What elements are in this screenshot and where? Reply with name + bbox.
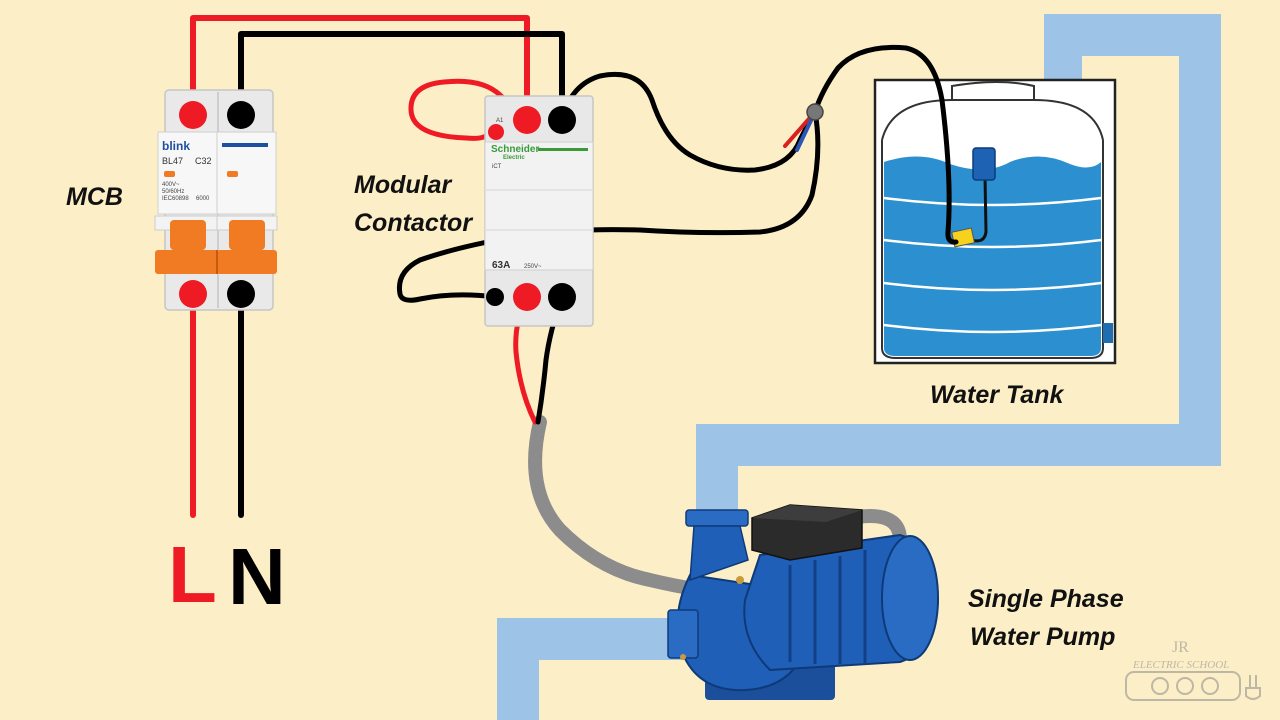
contactor-terminal-a2-dot: [486, 288, 504, 306]
contactor-terminal-bottom-live: [513, 283, 541, 311]
contactor-green-stripe: [538, 148, 588, 151]
mcb-spec4: 6000: [196, 196, 210, 202]
watermark-socket: [1125, 671, 1241, 701]
pipe-bottom-run: [696, 424, 1221, 466]
watermark-monogram: JR: [1172, 639, 1189, 656]
pipe-right-drop: [1179, 14, 1221, 466]
tank-water: [884, 156, 1101, 356]
contactor-terminal-a1-dot: [488, 124, 504, 140]
mcb-device: blink BL47 C32 400V~ 50/60Hz IEC60898 60…: [66, 89, 278, 311]
float-switch-probe: [783, 103, 824, 152]
mcb-terminal-top-live: [179, 101, 207, 129]
water-pump: Single Phase Water Pump: [667, 504, 1124, 700]
mcb-spec1: 400V~: [162, 182, 180, 188]
mcb-handle-left: [170, 220, 206, 250]
contactor-brand: Schneider: [491, 144, 539, 155]
mcb-rating: C32: [195, 156, 212, 166]
mcb-terminal-top-neutral: [227, 101, 255, 129]
pump-discharge-flange: [685, 509, 749, 527]
pump-neck: [689, 525, 749, 582]
mcb-model: BL47: [162, 156, 183, 166]
live-wire-mcb-to-contactor: [190, 15, 530, 121]
pump-suction-flange: [667, 609, 699, 659]
tank-rib-lines: [883, 196, 1102, 334]
pump-motor-end-cap: [881, 535, 939, 661]
contactor-terminal-bottom-neutral: [548, 283, 576, 311]
contactor-terminal-a1: A1: [496, 118, 504, 124]
mcb-switch-handles: [154, 215, 278, 274]
mcb-spec3: IEC60898: [162, 196, 189, 202]
watermark-logo: JR ELECTRIC SCHOOL: [1125, 639, 1261, 701]
mcb-label: MCB: [66, 183, 123, 211]
mcb-terminal-bottom-neutral: [227, 280, 255, 308]
contactor-current: 63A: [492, 260, 510, 271]
watermark-text: ELECTRIC SCHOOL: [1132, 659, 1229, 671]
line-label: L: [168, 530, 217, 619]
tank-lid: [951, 81, 1035, 101]
pump-bolt: [736, 576, 744, 584]
contactor-voltage: 250V~: [524, 264, 542, 270]
pump-label-line1: Single Phase: [968, 585, 1124, 613]
mcb-spec2: 50/60Hz: [162, 189, 184, 195]
pump-motor-fins: [788, 550, 867, 664]
contactor-label-line1: Modular: [354, 171, 452, 199]
mcb-terminal-bottom-live: [179, 280, 207, 308]
pipe-inlet-drop: [497, 618, 539, 720]
contactor-model: iCT: [492, 164, 502, 170]
mcb-indicator-right: [227, 171, 238, 177]
tank-outlet-nozzle: [1103, 323, 1113, 343]
mcb-brand: blink: [162, 139, 190, 153]
contactor-device: Schneider Electric iCT 63A 250V~ A1 A2 M…: [354, 95, 594, 327]
wire-junction: [806, 103, 824, 121]
mcb-blue-stripe: [222, 143, 268, 147]
contactor-front-panel: [484, 141, 594, 271]
contactor-label-line2: Contactor: [354, 209, 473, 237]
mcb-handle-right: [229, 220, 265, 250]
pump-label-line2: Water Pump: [970, 623, 1115, 651]
plug-icon: [1245, 675, 1261, 700]
tank-label: Water Tank: [930, 381, 1064, 409]
contactor-terminal-top-neutral: [548, 106, 576, 134]
tank-shoulder: [881, 99, 1104, 141]
water-tank: Water Tank: [873, 78, 1117, 409]
mcb-indicator-left: [164, 171, 175, 177]
contactor-terminal-top-live: [513, 106, 541, 134]
float-switch-top: [972, 147, 996, 181]
neutral-label: N: [228, 532, 286, 621]
neutral-wire-mcb-to-contactor: [238, 31, 565, 121]
contactor-brand-sub: Electric: [503, 155, 525, 161]
